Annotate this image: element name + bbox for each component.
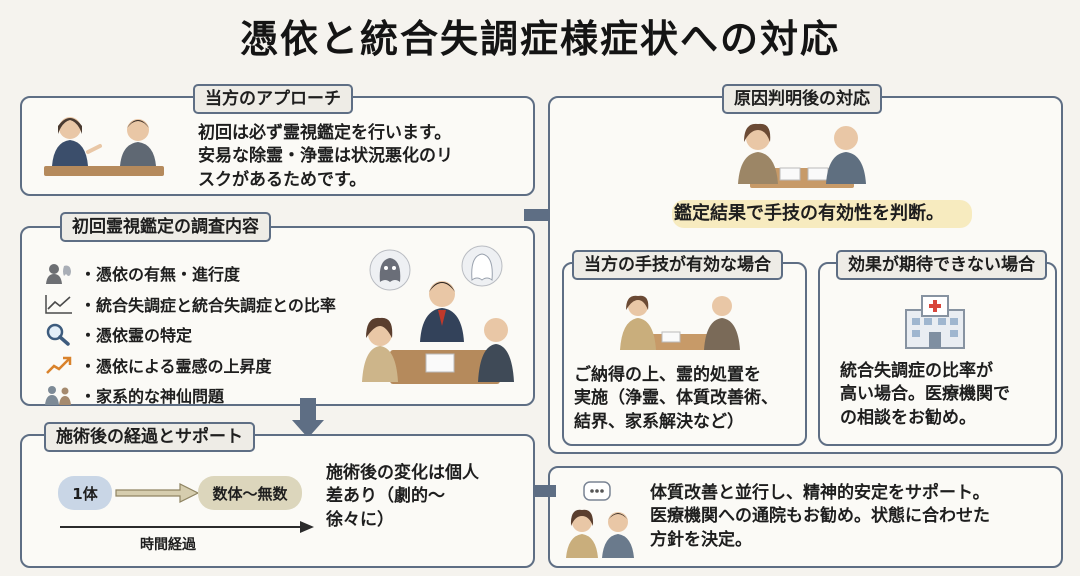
support-panel — [548, 466, 1063, 568]
ghost-person-icon — [46, 264, 71, 285]
support-line: 体質改善と並行し、精神的安定をサポート。 — [650, 483, 990, 503]
progress-label: 施術後の経過とサポート — [44, 422, 255, 453]
time-axis-label: 時間経過 — [140, 537, 196, 553]
line-chart-icon — [45, 294, 72, 314]
consultation-table-illustration — [738, 123, 866, 188]
down-arrow — [292, 398, 324, 438]
list-item: ・家系的な神仙問題 — [44, 380, 336, 411]
list-item: ・統合失調症と統合失調症との比率 — [44, 289, 336, 320]
list-item-text: ・憑依の有無・進行度 — [80, 265, 241, 285]
not-effective-line: 高い場合。医療機関で — [840, 384, 1010, 405]
effective-line: 結界、家系解決など） — [574, 411, 744, 432]
list-item: ・憑依の有無・進行度 — [44, 258, 336, 289]
progress-line: 徐々に） — [326, 509, 394, 530]
support-people-illustration — [566, 481, 634, 558]
approach-line: 初回は必ず霊視鑑定を行います。 — [198, 123, 452, 143]
support-line: 医療機関への通院もお勧め。状態に合わせた — [650, 506, 990, 527]
magnifier-icon — [46, 324, 70, 346]
list-item-text: ・憑依霊の特定 — [80, 326, 193, 346]
progress-line: 施術後の変化は個人 — [326, 463, 479, 483]
not-effective-label: 効果が期待できない場合 — [836, 250, 1047, 281]
support-line: 方針を決定。 — [650, 529, 752, 550]
progress-text: 施術後の変化は個人 差あり（劇的〜 徐々に） — [326, 462, 479, 532]
after-cause-highlight — [672, 200, 972, 228]
approach-text: 初回は必ず霊視鑑定を行います。 安易な除霊・浄霊は状況悪化のリ スクがあるためで… — [198, 122, 453, 192]
start-node: 1体 — [58, 476, 112, 510]
page-title: 憑依と統合失調症様症状への対応 — [239, 17, 840, 61]
progress-line: 差あり（劇的〜 — [326, 486, 445, 507]
approach-line: スクがあるためです。 — [198, 169, 367, 190]
consultation-illustration — [44, 117, 164, 176]
effective-text: ご納得の上、霊的処置を 実施（浄霊、体質改善術、 結界、家系解決など） — [574, 364, 778, 434]
approach-label: 当方のアプローチ — [193, 84, 353, 115]
not-effective-panel — [818, 262, 1057, 446]
list-item: ・憑依霊の特定 — [44, 319, 336, 350]
after-cause-text: 鑑定結果で手技の有効性を判断。 — [674, 203, 944, 224]
hospital-icon — [905, 295, 965, 349]
time-axis-arrow — [60, 521, 314, 533]
list-item-text: ・家系的な神仙問題 — [80, 387, 225, 407]
family-icon — [45, 386, 71, 406]
effective-panel — [562, 262, 807, 446]
investigation-label: 初回霊視鑑定の調査内容 — [60, 212, 271, 243]
effective-label: 当方の手技が有効な場合 — [572, 250, 783, 281]
treatment-illustration — [620, 295, 740, 350]
rising-arrow-icon — [46, 356, 72, 374]
growth-arrow — [115, 483, 200, 503]
investigation-list: ・憑依の有無・進行度 ・統合失調症と統合失調症との比率 ・憑依霊の特定 ・憑依に… — [44, 258, 336, 411]
not-effective-line: の相談をお勧め。 — [840, 407, 976, 428]
after-cause-label: 原因判明後の対応 — [722, 84, 882, 115]
support-text: 体質改善と並行し、精神的安定をサポート。 医療機関への通院もお勧め。状態に合わせ… — [650, 482, 990, 552]
spirit-reading-illustration — [362, 245, 514, 384]
effective-line: 実施（浄霊、体質改善術、 — [574, 388, 778, 409]
list-item-text: ・憑依による霊感の上昇度 — [80, 356, 272, 376]
approach-line: 安易な除霊・浄霊は状況悪化のリ — [198, 146, 453, 167]
end-node: 数体〜無数 — [198, 476, 302, 510]
not-effective-line: 統合失調症の比率が — [840, 361, 993, 381]
effective-line: ご納得の上、霊的処置を — [574, 365, 761, 385]
list-item: ・憑依による霊感の上昇度 — [44, 350, 336, 381]
not-effective-text: 統合失調症の比率が 高い場合。医療機関で の相談をお勧め。 — [840, 360, 1010, 430]
list-item-text: ・統合失調症と統合失調症との比率 — [80, 295, 336, 315]
